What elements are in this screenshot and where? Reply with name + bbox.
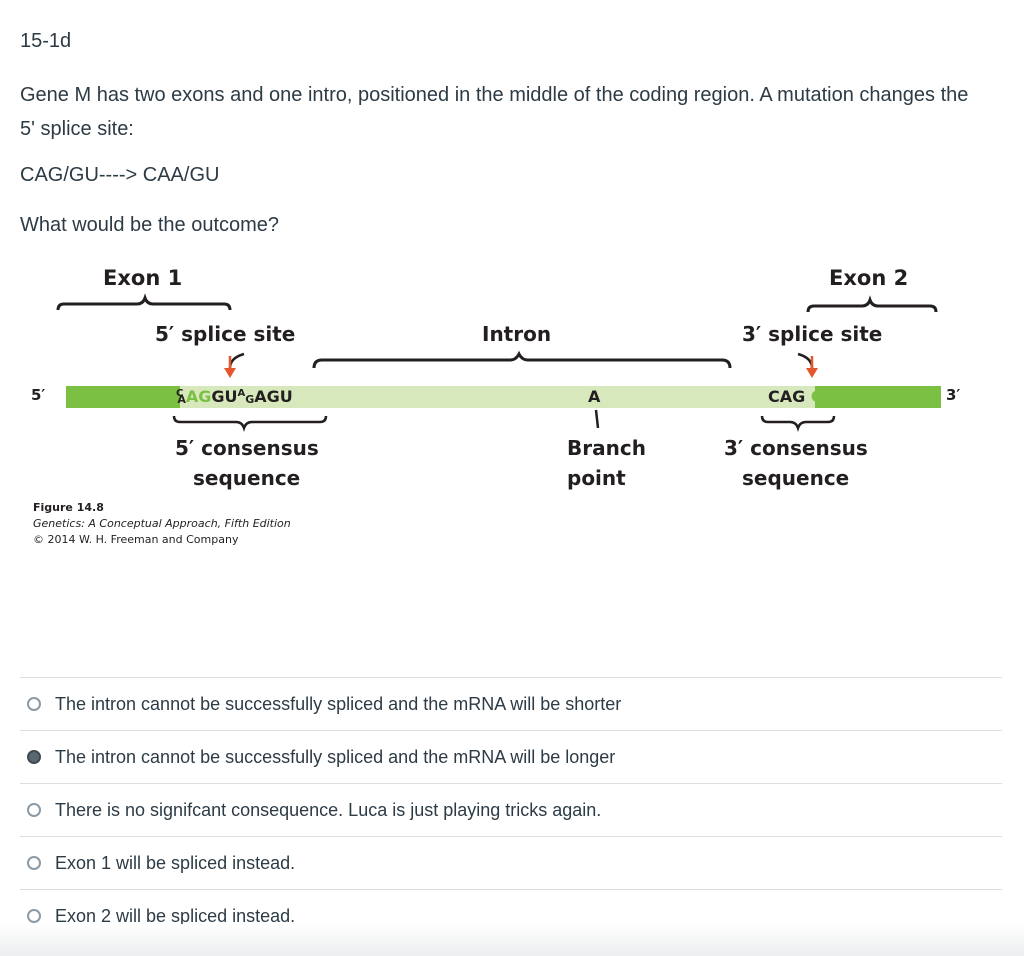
answer-option-1[interactable]: The intron cannot be successfully splice… xyxy=(20,677,1002,730)
radio-button[interactable] xyxy=(27,803,41,817)
answer-label: There is no signifcant consequence. Luca… xyxy=(55,799,602,820)
exon2-label: Exon 2 xyxy=(829,266,909,290)
splice5-arrow-head xyxy=(224,368,236,378)
figure-caption: Figure 14.8 Genetics: A Conceptual Appro… xyxy=(33,500,291,548)
splice3-pointer xyxy=(797,352,814,369)
consensus5-line1: 5′ consensus xyxy=(175,436,319,460)
consensus3-line2: sequence xyxy=(742,466,850,490)
branch-point-line xyxy=(594,409,600,429)
consensus5-sequence: CAAGGUAGAGU xyxy=(176,387,293,406)
answer-options: The intron cannot be successfully splice… xyxy=(20,677,1002,942)
end3-label: 3′ xyxy=(946,386,961,404)
intron-bracket xyxy=(312,350,732,369)
branch-line2: point xyxy=(567,466,626,490)
radio-button[interactable] xyxy=(27,909,41,923)
splice5-pointer xyxy=(228,352,245,369)
splice3-label: 3′ splice site xyxy=(742,322,883,346)
intron-label: Intron xyxy=(482,322,552,346)
radio-button[interactable] xyxy=(27,697,41,711)
intron-bar xyxy=(180,386,815,408)
radio-button[interactable] xyxy=(27,856,41,870)
consensus3-brace xyxy=(760,415,836,432)
exon1-bracket xyxy=(56,293,232,311)
bottom-shadow xyxy=(0,924,1024,956)
splice5-label: 5′ splice site xyxy=(155,322,296,346)
splice3-arrow-head xyxy=(806,368,818,378)
consensus3-sequence: CAG G xyxy=(768,387,824,406)
exon2-bar xyxy=(815,386,941,408)
caption-book: Genetics: A Conceptual Approach, Fifth E… xyxy=(33,517,291,530)
branch-base: A xyxy=(588,387,601,406)
answer-option-2[interactable]: The intron cannot be successfully splice… xyxy=(20,730,1002,783)
answer-option-3[interactable]: There is no signifcant consequence. Luca… xyxy=(20,783,1002,836)
end5-label: 5′ xyxy=(31,386,46,404)
question-text: Gene M has two exons and one intro, posi… xyxy=(20,84,969,140)
exon1-bar xyxy=(66,386,180,408)
splicing-figure: Exon 1 Exon 2 5′ splice site Intron 3′ s… xyxy=(0,258,1024,558)
caption-copyright: © 2014 W. H. Freeman and Company xyxy=(33,533,239,546)
answer-label: Exon 2 will be spliced instead. xyxy=(55,905,296,926)
consensus5-line2: sequence xyxy=(193,466,301,490)
exon2-bracket xyxy=(806,295,938,313)
question-number: 15-1d xyxy=(20,30,72,52)
branch-line1: Branch xyxy=(567,436,646,460)
answer-label: The intron cannot be successfully splice… xyxy=(55,746,616,767)
radio-button-selected[interactable] xyxy=(27,750,41,764)
consensus5-brace xyxy=(172,415,328,432)
answer-label: Exon 1 will be spliced instead. xyxy=(55,852,296,873)
answer-label: The intron cannot be successfully splice… xyxy=(55,693,622,714)
consensus3-line1: 3′ consensus xyxy=(724,436,868,460)
answer-option-5[interactable]: Exon 2 will be spliced instead. xyxy=(20,889,1002,942)
exon1-label: Exon 1 xyxy=(103,266,183,290)
caption-title: Figure 14.8 xyxy=(33,501,104,514)
mutation-text: CAG/GU----> CAA/GU xyxy=(20,164,220,186)
answer-option-4[interactable]: Exon 1 will be spliced instead. xyxy=(20,836,1002,889)
splicing-diagram xyxy=(56,293,941,432)
question-ask: What would be the outcome? xyxy=(20,214,280,236)
